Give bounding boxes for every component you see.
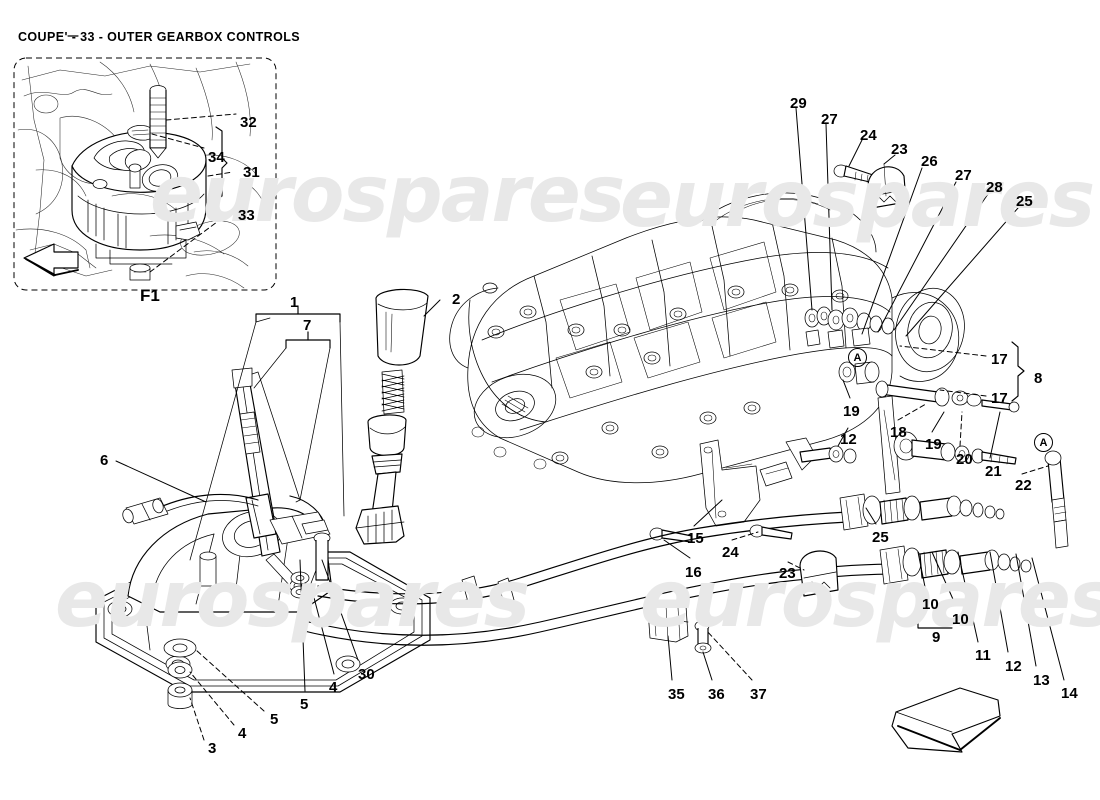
callout-25-upper: 25 xyxy=(1016,193,1033,210)
callout-1: 1 xyxy=(290,294,299,311)
group-outline-7 xyxy=(253,347,331,501)
callout-37: 37 xyxy=(750,686,767,703)
callout-5-lower: 5 xyxy=(270,711,279,728)
callout-25-lower: 25 xyxy=(872,529,889,546)
bracket-15 xyxy=(699,439,761,527)
reverse-lockout-cable xyxy=(122,493,259,525)
callout-31: 31 xyxy=(243,164,260,181)
callout-23-lower: 23 xyxy=(779,565,796,582)
callout-4-upper: 4 xyxy=(329,679,338,696)
callout-27-upper: 27 xyxy=(821,111,838,128)
callout-20: 20 xyxy=(956,451,973,468)
group-bracket-1 xyxy=(255,305,341,323)
cover-23-lower xyxy=(799,550,839,597)
callout-14: 14 xyxy=(1061,685,1078,702)
gear-knob-assembly xyxy=(355,288,429,545)
inset-detail-frame xyxy=(13,57,277,291)
callout-15: 15 xyxy=(687,530,704,547)
inset-leaders xyxy=(149,113,237,273)
direction-arrow-bottom xyxy=(891,687,1001,753)
callout-4-lower: 4 xyxy=(238,725,247,742)
callout-26: 26 xyxy=(921,153,938,170)
inset-selector-housing xyxy=(71,131,207,265)
cover-23 xyxy=(867,163,907,209)
callout-19-lower: 19 xyxy=(925,436,942,453)
callout-6: 6 xyxy=(100,452,109,469)
bolt-24-lower xyxy=(749,524,793,540)
marker-a-1: A xyxy=(848,348,867,367)
callout-23-upper: 23 xyxy=(891,141,908,158)
callout-35: 35 xyxy=(668,686,685,703)
inset-screw-32 xyxy=(149,85,167,159)
knob-spring xyxy=(381,369,405,415)
cable-end-joints xyxy=(749,493,1032,597)
callout-17-upper: 17 xyxy=(991,351,1008,368)
callout-30: 30 xyxy=(358,666,375,683)
lever-upper-tip xyxy=(231,367,253,389)
callout-27-right: 27 xyxy=(955,167,972,184)
callout-16: 16 xyxy=(685,564,702,581)
callout-29: 29 xyxy=(790,95,807,112)
callout-18: 18 xyxy=(890,424,907,441)
inset-label-f1: F1 xyxy=(140,286,160,305)
callout-22: 22 xyxy=(1015,477,1032,494)
callout-24-upper: 24 xyxy=(860,127,877,144)
callout-32: 32 xyxy=(240,114,257,131)
group-outline-1 xyxy=(189,321,345,561)
callout-13: 13 xyxy=(1033,672,1050,689)
marker-a-2: A xyxy=(1034,433,1053,452)
callout-21: 21 xyxy=(985,463,1002,480)
callout-10-left: 10 xyxy=(922,596,939,613)
page-title: COUPE' - 33 - OUTER GEARBOX CONTROLS xyxy=(18,30,300,44)
group-bracket-7 xyxy=(285,331,331,349)
callout-11: 11 xyxy=(975,647,991,664)
leader-lines xyxy=(115,107,1065,741)
upper-linkage-detail xyxy=(649,163,1069,549)
callout-34: 34 xyxy=(208,149,225,166)
marker-a-label: A xyxy=(1039,436,1048,449)
callout-2: 2 xyxy=(452,291,461,308)
callout-28: 28 xyxy=(986,179,1003,196)
callout-19-upper: 19 xyxy=(843,403,860,420)
callout-3: 3 xyxy=(208,740,217,757)
inset-fastener-33 xyxy=(129,263,151,281)
callout-9: 9 xyxy=(932,629,941,646)
link-rods-17 xyxy=(875,380,1020,413)
callout-7: 7 xyxy=(303,317,312,334)
callout-36: 36 xyxy=(708,686,725,703)
callout-17-lower: 17 xyxy=(991,390,1008,407)
inset-direction-arrow xyxy=(23,243,79,277)
mid-linkage xyxy=(877,395,1069,549)
callout-12-lower: 12 xyxy=(1005,658,1022,675)
callout-12-upper: 12 xyxy=(840,431,857,448)
callout-5-upper: 5 xyxy=(300,696,309,713)
group-inner-outline xyxy=(251,371,301,503)
inset-detail-content xyxy=(15,61,267,289)
callout-10-right: 10 xyxy=(952,611,969,628)
callout-8: 8 xyxy=(1034,370,1043,387)
mount-bushings xyxy=(145,617,197,709)
callout-24-lower: 24 xyxy=(722,544,739,561)
cable-bracket-35 xyxy=(647,601,712,654)
gear-lever-assembly xyxy=(95,305,431,709)
marker-a-label: A xyxy=(853,351,862,364)
callout-33: 33 xyxy=(238,207,255,224)
selector-arm xyxy=(759,437,857,487)
